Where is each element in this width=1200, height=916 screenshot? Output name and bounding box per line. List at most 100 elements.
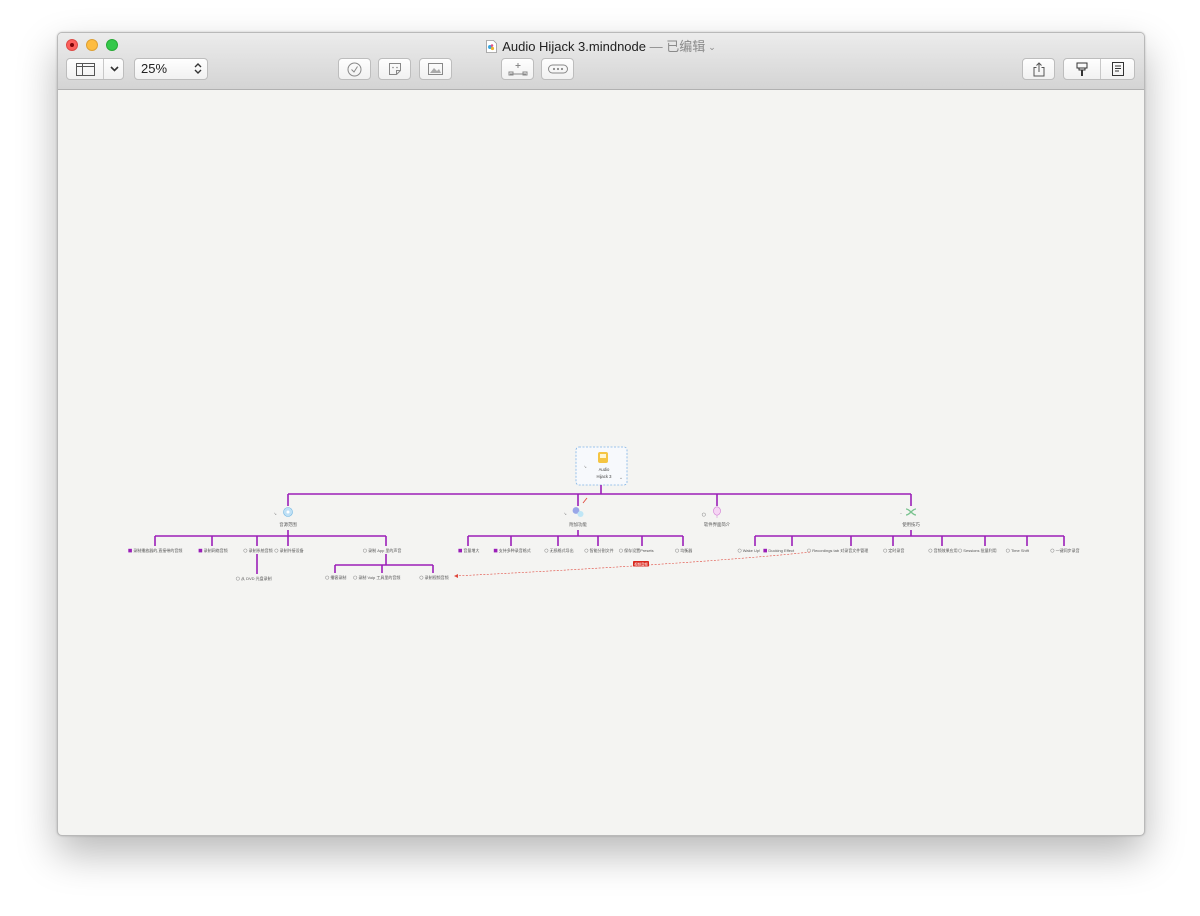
chevron-down-icon bbox=[109, 66, 119, 72]
fx-circle-1 bbox=[572, 507, 580, 514]
child-label: Ducking Effect bbox=[768, 548, 795, 553]
app-window: Audio Hijack 3.mindnode — 已编辑⌄ 25% bbox=[57, 32, 1145, 836]
node-menu-chevron-icon: ⌄ bbox=[619, 475, 623, 481]
child-label: Time Shift bbox=[1011, 548, 1030, 553]
disc-hole bbox=[286, 510, 290, 514]
notes-button[interactable] bbox=[1101, 59, 1135, 79]
child-label: 智能分割文件 bbox=[590, 547, 614, 553]
unchecked-circle bbox=[675, 548, 680, 553]
unchecked-circle bbox=[958, 548, 963, 553]
grandchild-label: 播客录制 bbox=[330, 574, 346, 580]
sidebar-menu-button[interactable] bbox=[104, 59, 124, 79]
checked-box bbox=[128, 548, 132, 553]
cross-connection-handle bbox=[582, 497, 588, 504]
checked-box bbox=[763, 548, 767, 553]
unchecked-circle bbox=[1050, 548, 1055, 553]
unchecked-circle bbox=[243, 548, 248, 553]
child-label: 录制系统音频 bbox=[249, 547, 273, 553]
unchecked-circle bbox=[544, 548, 549, 553]
balloon-icon bbox=[713, 506, 721, 518]
balloon-body bbox=[713, 506, 721, 516]
branch-checkbox bbox=[701, 512, 706, 517]
unchecked-circle bbox=[584, 548, 589, 553]
child-label: 录制播放器的,直接带的音频 bbox=[133, 547, 182, 553]
add-node-button[interactable] bbox=[501, 58, 534, 80]
image-button[interactable] bbox=[419, 58, 452, 80]
sidebar-segmented-control bbox=[66, 58, 124, 80]
add-node-icon bbox=[508, 63, 527, 76]
grandchild-label: 录制视频音频 bbox=[425, 574, 449, 580]
child-label: 保存设置Presets bbox=[624, 547, 654, 553]
mindnode-document-icon bbox=[486, 40, 498, 53]
sticker-button[interactable] bbox=[378, 58, 411, 80]
unchecked-circle bbox=[362, 548, 367, 553]
close-window-button[interactable] bbox=[66, 39, 78, 51]
inspector-segmented-control bbox=[1063, 58, 1135, 80]
zoom-popup[interactable]: 25% bbox=[134, 58, 208, 80]
child-label: 音量增大 bbox=[463, 547, 479, 553]
grandchild-label: 从 DVD 光盘录制 bbox=[241, 575, 272, 581]
child-label: Sessions 批量利用 bbox=[963, 547, 996, 553]
audio-hijack-app-icon bbox=[598, 452, 608, 463]
checked-box bbox=[198, 548, 203, 553]
unchecked-circle bbox=[1005, 548, 1010, 553]
fx-circle-2 bbox=[577, 511, 584, 517]
child-label: 音频效果应用 bbox=[934, 547, 958, 553]
child-label: 一键同步录音 bbox=[1056, 547, 1080, 553]
collapse-indicator-icon: ↘ bbox=[273, 511, 276, 516]
root-label-line1: Audio bbox=[599, 467, 610, 472]
root-label-line2: Hijack 3 bbox=[597, 474, 613, 479]
checkmark-circle-icon bbox=[347, 62, 362, 76]
document-name: Audio Hijack 3.mindnode bbox=[502, 39, 646, 54]
connection-icon bbox=[547, 64, 568, 74]
unchecked-circle bbox=[807, 548, 811, 553]
notes-icon bbox=[1112, 62, 1124, 76]
branch-label-0: 音源范围 bbox=[279, 521, 297, 528]
chevron-down-icon: ⌄ bbox=[708, 42, 716, 52]
unchecked-circle bbox=[353, 575, 358, 580]
style-inspector-button[interactable] bbox=[1064, 59, 1100, 79]
record-disc-icon bbox=[283, 507, 293, 517]
child-label: 均衡器 bbox=[680, 547, 692, 553]
unchecked-circle bbox=[325, 575, 330, 580]
task-button[interactable] bbox=[338, 58, 371, 80]
unchecked-circle bbox=[883, 548, 888, 553]
shuffle-arrows bbox=[905, 508, 917, 516]
grandchild-label: 录制 Voip 工具里的音频 bbox=[358, 574, 400, 580]
share-icon bbox=[1033, 61, 1044, 76]
zoom-value: 25% bbox=[141, 61, 168, 76]
collapse-indicator-icon: ↘ bbox=[563, 511, 566, 516]
sticker-icon bbox=[388, 63, 401, 75]
checked-box bbox=[493, 548, 498, 553]
branch-label-2: 软件界面简介 bbox=[704, 521, 731, 528]
share-button[interactable] bbox=[1022, 58, 1055, 80]
effects-icon bbox=[572, 507, 584, 517]
zoom-window-button[interactable] bbox=[106, 39, 118, 51]
cross-connection-arrowhead bbox=[454, 574, 458, 578]
cross-connection-button[interactable] bbox=[541, 58, 574, 80]
child-label: 录制 App 里的声音 bbox=[368, 547, 401, 553]
paintbrush-icon bbox=[1076, 62, 1088, 76]
cross-connection-label: 视频音频 bbox=[634, 561, 648, 566]
minimize-window-button[interactable] bbox=[86, 39, 98, 51]
unchecked-circle bbox=[737, 548, 742, 553]
unchecked-circle bbox=[618, 548, 623, 553]
child-label: 录制外接设备 bbox=[280, 547, 304, 553]
edited-status: — 已编辑 bbox=[649, 39, 706, 54]
window-title[interactable]: Audio Hijack 3.mindnode — 已编辑⌄ bbox=[58, 36, 1144, 55]
unchecked-circle bbox=[274, 548, 279, 553]
checked-box bbox=[458, 548, 462, 553]
shuffle-icon bbox=[905, 508, 917, 516]
sidebar-icon bbox=[75, 62, 95, 76]
child-label: 录制网络音频 bbox=[204, 547, 228, 553]
title-toolbar: Audio Hijack 3.mindnode — 已编辑⌄ 25% bbox=[58, 33, 1144, 90]
child-label: Wake Up! bbox=[743, 548, 760, 553]
collapse-indicator-icon: − bbox=[900, 511, 903, 516]
sidebar-toggle-button[interactable] bbox=[67, 59, 103, 79]
stepper-arrows-icon bbox=[194, 63, 202, 74]
child-label: 无损格式导出 bbox=[550, 547, 574, 553]
collapse-indicator-icon: ↘ bbox=[583, 464, 586, 469]
branch-label-1: 附加功能 bbox=[569, 521, 587, 528]
image-icon bbox=[428, 63, 443, 75]
